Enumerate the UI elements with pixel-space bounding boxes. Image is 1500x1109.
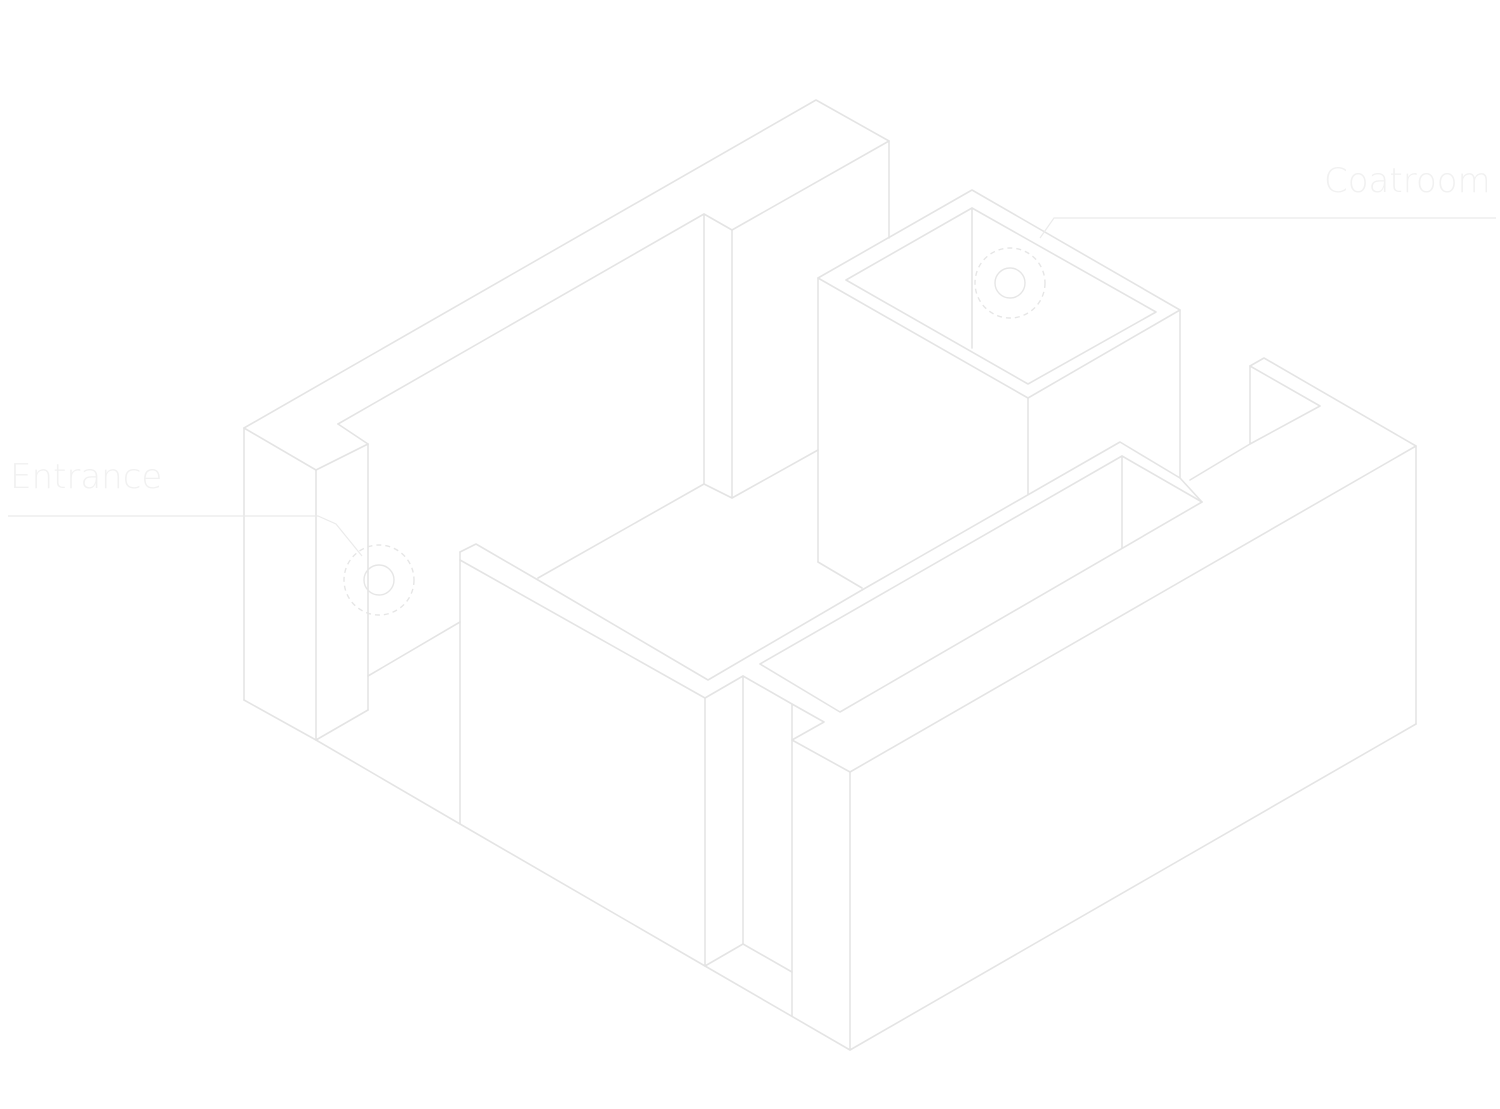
coatroom-box (817, 189, 1181, 589)
coatroom-callout: Coatroom (974, 161, 1496, 319)
back-wall (243, 99, 890, 499)
entrance-callout: Entrance (8, 457, 415, 616)
inner-wall (759, 441, 1203, 713)
coatroom-label: Coatroom (1324, 161, 1491, 201)
left-pillar (243, 427, 461, 741)
front-right-wall (704, 357, 1417, 1051)
location-marker-icon (974, 247, 1046, 319)
entrance-label: Entrance (10, 457, 162, 497)
front-left-wall (315, 483, 863, 967)
doorway (704, 675, 825, 1017)
location-marker-icon (343, 544, 415, 616)
